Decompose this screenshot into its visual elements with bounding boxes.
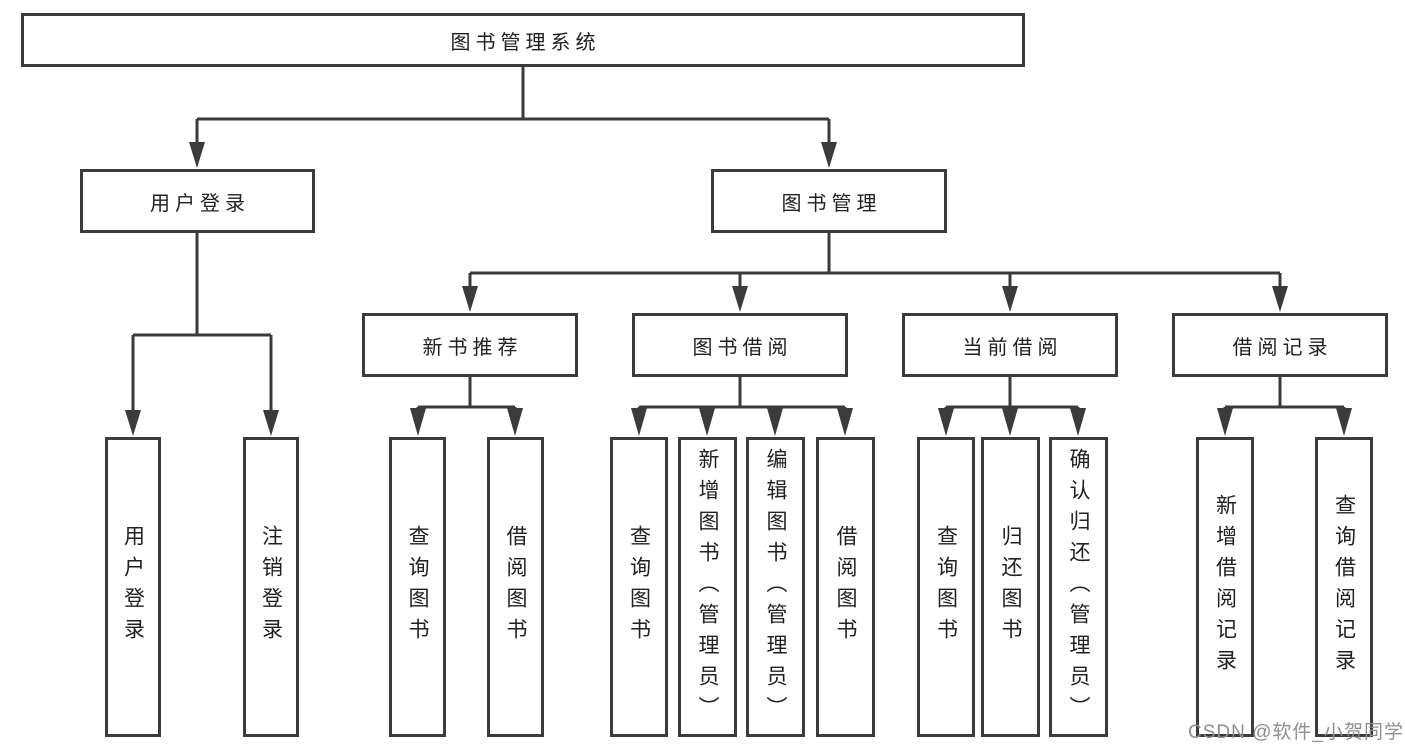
- arrowhead: [767, 408, 783, 436]
- arrowhead: [1336, 408, 1352, 436]
- arrowhead: [699, 408, 715, 436]
- arrowhead: [263, 410, 279, 436]
- node-leaf-borrow-books: 借阅图书: [816, 437, 875, 737]
- arrowhead: [1217, 408, 1233, 436]
- node-user-login-label: 用户登录: [150, 192, 250, 215]
- node-leaf-borrow-books-label: 借阅图书: [834, 525, 857, 649]
- node-leaf-user-login-label: 用户登录: [121, 525, 145, 649]
- node-leaf-edit-books-admin: 编辑图书（管理员）: [746, 437, 805, 737]
- node-leaf-query-books-borrow: 查询图书: [610, 437, 668, 737]
- arrowhead: [938, 408, 954, 436]
- node-leaf-query-books-borrow-label: 查询图书: [627, 525, 651, 649]
- node-book-borrowing: 图书借阅: [632, 313, 848, 377]
- watermark: CSDN @软件_小贺同学: [1188, 722, 1404, 743]
- node-leaf-borrow-books-newbook: 借阅图书: [487, 437, 544, 737]
- node-leaf-return-books-label: 归还图书: [999, 525, 1022, 649]
- node-leaf-add-borrow-record: 新增借阅记录: [1196, 437, 1254, 737]
- node-new-book-recommendation-label: 新书推荐: [422, 336, 523, 359]
- connector-book-borrow-to-leaves: [631, 377, 853, 436]
- arrowhead: [125, 410, 141, 436]
- node-current-borrowing: 当前借阅: [902, 313, 1118, 377]
- connector-current-borrow-to-leaves: [938, 377, 1086, 436]
- connector-borrow-record-to-leaves: [1217, 377, 1352, 436]
- node-leaf-query-books-current-label: 查询图书: [934, 525, 958, 649]
- node-root-label: 图书管理系统: [450, 31, 601, 54]
- node-borrowing-records: 借阅记录: [1172, 313, 1388, 377]
- node-book-management-label: 图书管理: [781, 192, 882, 215]
- node-leaf-return-books: 归还图书: [981, 437, 1040, 737]
- arrowhead: [732, 286, 748, 312]
- node-leaf-query-books-newbook: 查询图书: [389, 437, 446, 737]
- connector-root-to-level2: [189, 67, 837, 168]
- arrowhead: [837, 408, 853, 436]
- node-leaf-add-books-admin-label: 新增图书（管理员）: [696, 447, 719, 727]
- arrowhead: [410, 408, 426, 436]
- node-leaf-user-login: 用户登录: [105, 437, 161, 737]
- connector-user-login-to-leaves: [125, 233, 279, 436]
- node-leaf-borrow-books-newbook-label: 借阅图书: [504, 525, 527, 649]
- arrowhead: [631, 408, 647, 436]
- node-user-login: 用户登录: [80, 169, 315, 233]
- arrowhead: [1002, 408, 1018, 436]
- node-leaf-add-borrow-record-label: 新增借阅记录: [1213, 494, 1237, 680]
- arrowhead: [507, 408, 523, 436]
- node-leaf-query-books-newbook-label: 查询图书: [406, 525, 429, 649]
- arrowhead: [189, 142, 205, 168]
- arrowhead: [1070, 408, 1086, 436]
- node-current-borrowing-label: 当前借阅: [962, 336, 1063, 359]
- node-book-borrowing-label: 图书借阅: [692, 336, 793, 359]
- node-leaf-query-borrow-record-label: 查询借阅记录: [1332, 494, 1356, 680]
- arrowhead: [1272, 286, 1288, 312]
- node-leaf-query-books-current: 查询图书: [917, 437, 975, 737]
- connector-book-mgmt-to-level3: [462, 233, 1288, 312]
- arrowhead: [1002, 286, 1018, 312]
- node-borrowing-records-label: 借阅记录: [1232, 336, 1333, 359]
- arrowhead: [462, 286, 478, 312]
- node-leaf-confirm-return-admin: 确认归还（管理员）: [1049, 437, 1108, 737]
- node-leaf-logout: 注销登录: [243, 437, 299, 737]
- arrowhead: [821, 142, 837, 168]
- node-leaf-edit-books-admin-label: 编辑图书（管理员）: [764, 447, 787, 727]
- node-root: 图书管理系统: [21, 13, 1025, 67]
- node-leaf-logout-label: 注销登录: [259, 525, 283, 649]
- node-new-book-recommendation: 新书推荐: [362, 313, 578, 377]
- node-book-management: 图书管理: [711, 169, 947, 233]
- connector-new-book-to-leaves: [410, 377, 523, 436]
- node-leaf-add-books-admin: 新增图书（管理员）: [678, 437, 737, 737]
- node-leaf-query-borrow-record: 查询借阅记录: [1315, 437, 1373, 737]
- node-leaf-confirm-return-admin-label: 确认归还（管理员）: [1067, 447, 1090, 727]
